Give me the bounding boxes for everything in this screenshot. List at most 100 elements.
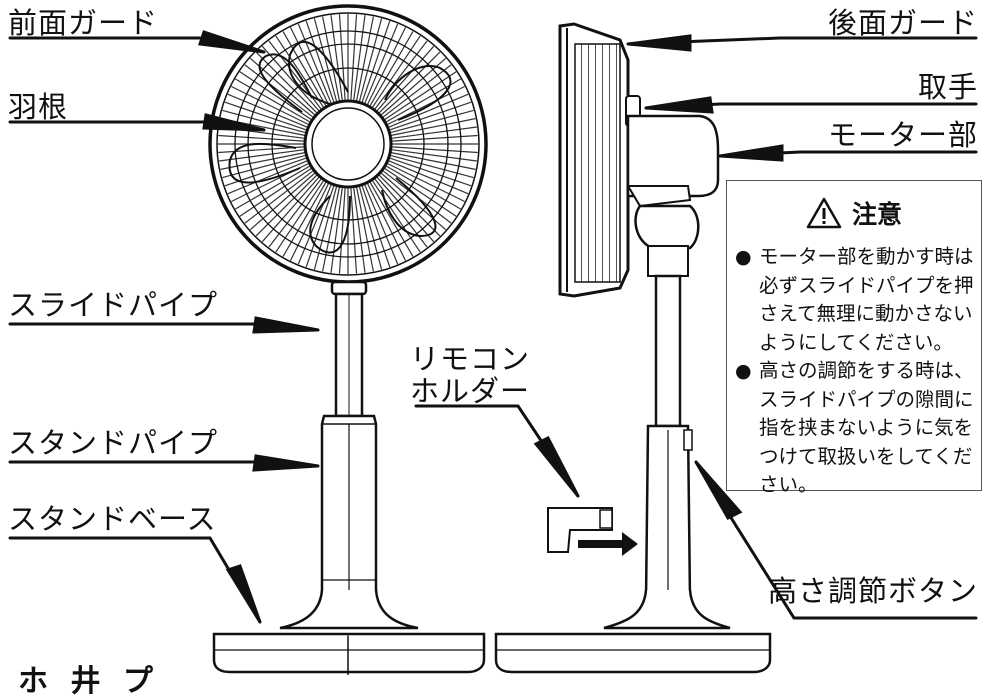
guard-spoke — [249, 172, 316, 231]
guard-spoke — [338, 187, 346, 274]
caution-item-2: ● 高さの調節をする時は、スライドパイプの隙間に指を挟まないように気をつけて取扱… — [735, 357, 981, 500]
guard-spoke — [275, 180, 325, 253]
guard-spoke — [385, 165, 461, 210]
guard-spoke — [239, 167, 312, 217]
label-rear-guard: 後面ガード — [827, 6, 978, 40]
warning-icon — [806, 197, 842, 229]
front-fan-view — [208, 4, 488, 674]
guard-spoke — [391, 149, 477, 162]
guard-spoke — [364, 184, 399, 265]
guard-spoke — [224, 101, 307, 131]
guard-spoke — [235, 78, 311, 123]
label-remote-holder-line1: リモコン — [410, 342, 531, 376]
guard-spoke — [289, 183, 330, 261]
caution-title: 注意 — [851, 200, 902, 229]
label-slide-pipe: スライドパイプ — [8, 288, 219, 322]
guard-spoke — [358, 186, 383, 270]
guard-spoke — [231, 85, 309, 126]
guard-spoke — [391, 134, 478, 142]
guard-spoke — [378, 51, 441, 114]
guard-spoke — [255, 51, 318, 114]
guard-spoke — [235, 165, 311, 210]
label-stand-base: スタンドベース — [8, 502, 217, 536]
guard-spoke — [322, 16, 340, 101]
guard-spoke — [239, 71, 312, 121]
label-stand-pipe: スタンドパイプ — [8, 426, 219, 460]
guard-spoke — [353, 187, 366, 273]
guard-spoke — [361, 185, 391, 268]
guard-spoke — [371, 180, 421, 253]
guard-spoke — [322, 187, 340, 272]
guard-spoke — [385, 78, 461, 123]
fan-diagram — [8, 4, 978, 675]
guard-spoke — [297, 23, 332, 104]
label-motor: モーター部 — [827, 118, 978, 152]
caution-box: 注意 ● モーター部を動かす時は必ずスライドパイプを押さえて無理に動かさないよう… — [726, 180, 982, 496]
guard-spoke — [313, 186, 338, 270]
guard-spoke — [384, 167, 457, 217]
guard-spoke — [371, 35, 421, 108]
guard-spoke — [390, 154, 474, 179]
guard-spoke — [380, 57, 447, 116]
guard-spoke — [220, 152, 305, 170]
pointer-lines — [8, 30, 978, 675]
guard-spoke — [330, 187, 343, 273]
guard-spoke — [391, 146, 478, 154]
guard-spoke — [261, 176, 320, 243]
guard-spoke — [227, 160, 308, 195]
guard-spoke — [382, 64, 452, 118]
guard-spoke — [391, 126, 477, 139]
side-fan-view — [494, 22, 772, 674]
guard-spoke — [374, 40, 428, 110]
guard-spoke — [244, 170, 314, 224]
guard-spoke — [255, 174, 318, 237]
guard-spoke — [356, 187, 374, 272]
guard-spoke — [268, 178, 322, 248]
guard-spoke — [389, 157, 472, 187]
blades — [228, 40, 452, 254]
front-guard-spokes — [218, 14, 478, 274]
guard-spoke — [390, 109, 474, 134]
cropped-heading: ホ 井 プ — [18, 664, 159, 699]
guard-spoke — [366, 27, 407, 105]
guard-spoke — [364, 23, 399, 104]
guard-spoke — [222, 154, 306, 179]
label-front-guard: 前面ガード — [8, 6, 159, 40]
guard-spoke — [350, 14, 358, 101]
caution-item-1-text: モーター部を動かす時は必ずスライドパイプを押さえて無理に動かさないようにしてくだ… — [759, 245, 974, 354]
guard-spoke — [366, 183, 407, 261]
guard-spoke — [218, 134, 305, 142]
guard-spoke — [389, 101, 472, 131]
guard-spoke — [222, 109, 306, 134]
caution-header: 注意 — [727, 195, 981, 231]
label-handle: 取手 — [917, 70, 978, 104]
guard-spoke — [282, 181, 327, 257]
guard-spoke — [289, 27, 330, 105]
guard-spoke — [350, 187, 358, 274]
guard-spoke — [391, 152, 476, 170]
guard-spoke — [376, 45, 435, 112]
guard-spoke — [227, 93, 308, 128]
guard-spoke — [391, 118, 476, 136]
guard-spoke — [282, 31, 327, 107]
guard-spoke — [387, 162, 465, 203]
guard-spoke — [384, 71, 457, 121]
guard-spoke — [369, 181, 414, 257]
guard-spoke — [275, 35, 325, 108]
guard-spoke — [376, 176, 435, 243]
guard-spoke — [388, 160, 469, 195]
guard-spoke — [249, 57, 316, 116]
guard-spoke — [244, 64, 314, 118]
guard-spoke — [297, 184, 332, 265]
label-height-button: 高さ調節ボタン — [767, 574, 978, 608]
label-blade: 羽根 — [8, 90, 69, 124]
guard-spoke — [388, 93, 469, 128]
guard-spoke — [361, 20, 391, 103]
guard-spoke — [261, 45, 320, 112]
guard-spoke — [219, 149, 305, 162]
guard-spoke — [305, 185, 335, 268]
guard-spoke — [378, 174, 441, 237]
guard-spoke — [353, 15, 366, 101]
remote-holder-part — [547, 507, 638, 556]
guard-spoke — [369, 31, 414, 107]
